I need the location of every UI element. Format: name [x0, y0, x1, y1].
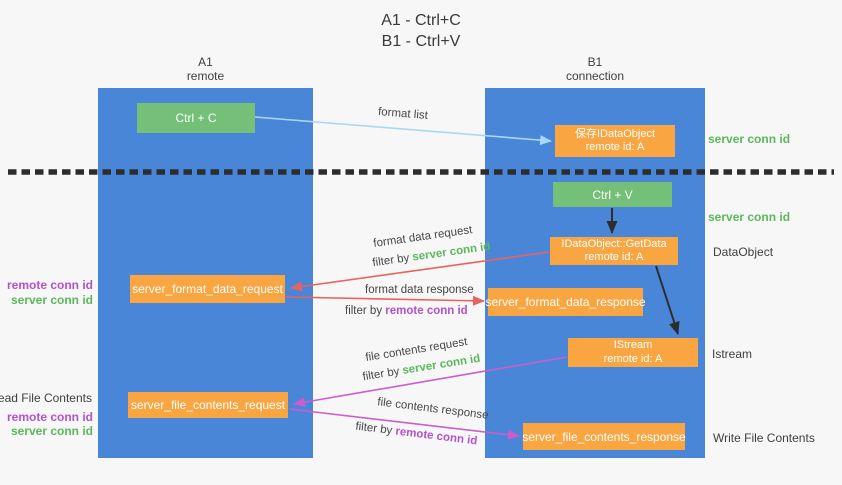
write-file-contents-annotation: Write File Contents	[713, 431, 815, 445]
left-server-conn-id-annotation: server conn id	[10, 293, 93, 307]
title-line-2: B1 - Ctrl+V	[381, 33, 461, 50]
left-server-conn-id-annotation-2: server conn id	[10, 424, 93, 438]
ctrl-c-label: Ctrl + C	[175, 111, 217, 125]
right-server-conn-id-annotation-2: server conn id	[708, 210, 791, 224]
server-file-contents-request-box: server_file_contents_request	[128, 392, 288, 418]
filter-by-text: filter by	[345, 305, 383, 317]
istream-annotation: Istream	[712, 347, 753, 361]
diagram-title: A1 - Ctrl+C B1 - Ctrl+V	[0, 10, 842, 52]
istream-line1: IStream	[613, 339, 653, 351]
server-format-data-request-box: server_format_data_request	[130, 275, 285, 303]
lane-header-b1-connection: B1 connection	[485, 55, 705, 83]
server-format-data-response-label: server_format_data_response	[485, 295, 646, 309]
left-remote-conn-id-annotation: remote conn id	[6, 278, 93, 292]
lane-a1-name: A1	[198, 55, 213, 69]
remote-conn-id-key: remote conn id	[394, 425, 478, 448]
server-conn-id-key: server conn id	[411, 240, 492, 264]
lane-a1-subtitle: remote	[186, 69, 225, 83]
server-format-data-response-box: server_format_data_response	[485, 288, 646, 316]
save-idataobject-line2: remote id: A	[585, 141, 645, 153]
lane-b1-name: B1	[587, 55, 603, 69]
ctrl-c-box: Ctrl + C	[137, 103, 255, 133]
file-contents-response-filter-label: filter by remote conn id	[355, 421, 478, 448]
left-remote-conn-id-annotation-2: remote conn id	[6, 410, 93, 424]
read-file-contents-annotation: Read File Contents	[0, 391, 92, 405]
istream-line2: remote id: A	[603, 352, 663, 365]
save-idataobject-box: 保存IDataObject remote id: A	[555, 125, 675, 157]
ctrl-v-label: Ctrl + V	[592, 187, 633, 202]
format-data-response-label: format data response	[365, 284, 474, 296]
getdata-line1: IDataObject::GetData	[561, 237, 667, 250]
format-data-response-arrow	[285, 295, 485, 306]
title-line-1: A1 - Ctrl+C	[381, 12, 461, 29]
istream-box: IStream remote id: A	[568, 338, 698, 367]
dataobject-annotation: DataObject	[713, 245, 774, 259]
server-file-contents-response-label: server_file_contents_response	[522, 429, 686, 444]
lane-header-a1-remote: A1 remote	[98, 55, 313, 83]
server-file-contents-response-box: server_file_contents_response	[522, 423, 686, 450]
lane-b1-subtitle: connection	[565, 69, 625, 83]
right-server-conn-id-annotation: server conn id	[708, 132, 791, 146]
remote-conn-id-key: remote conn id	[385, 305, 468, 317]
filter-by-text: filter by	[354, 420, 393, 437]
file-contents-response-label: file contents response	[376, 396, 490, 422]
server-file-contents-request-label: server_file_contents_request	[130, 398, 286, 412]
format-data-response-filter-label: filter by remote conn id	[345, 305, 468, 317]
format-list-label: format list	[377, 106, 429, 122]
idataobject-getdata-box: IDataObject::GetData remote id: A	[550, 237, 678, 265]
save-idataobject-line1: 保存IDataObject	[574, 127, 656, 140]
filter-by-text: filter by	[371, 252, 411, 270]
getdata-line2: remote id: A	[584, 251, 644, 263]
ctrl-v-box: Ctrl + V	[553, 182, 672, 207]
server-format-data-request-label: server_format_data_request	[132, 282, 283, 296]
filter-by-text: filter by	[361, 365, 401, 384]
